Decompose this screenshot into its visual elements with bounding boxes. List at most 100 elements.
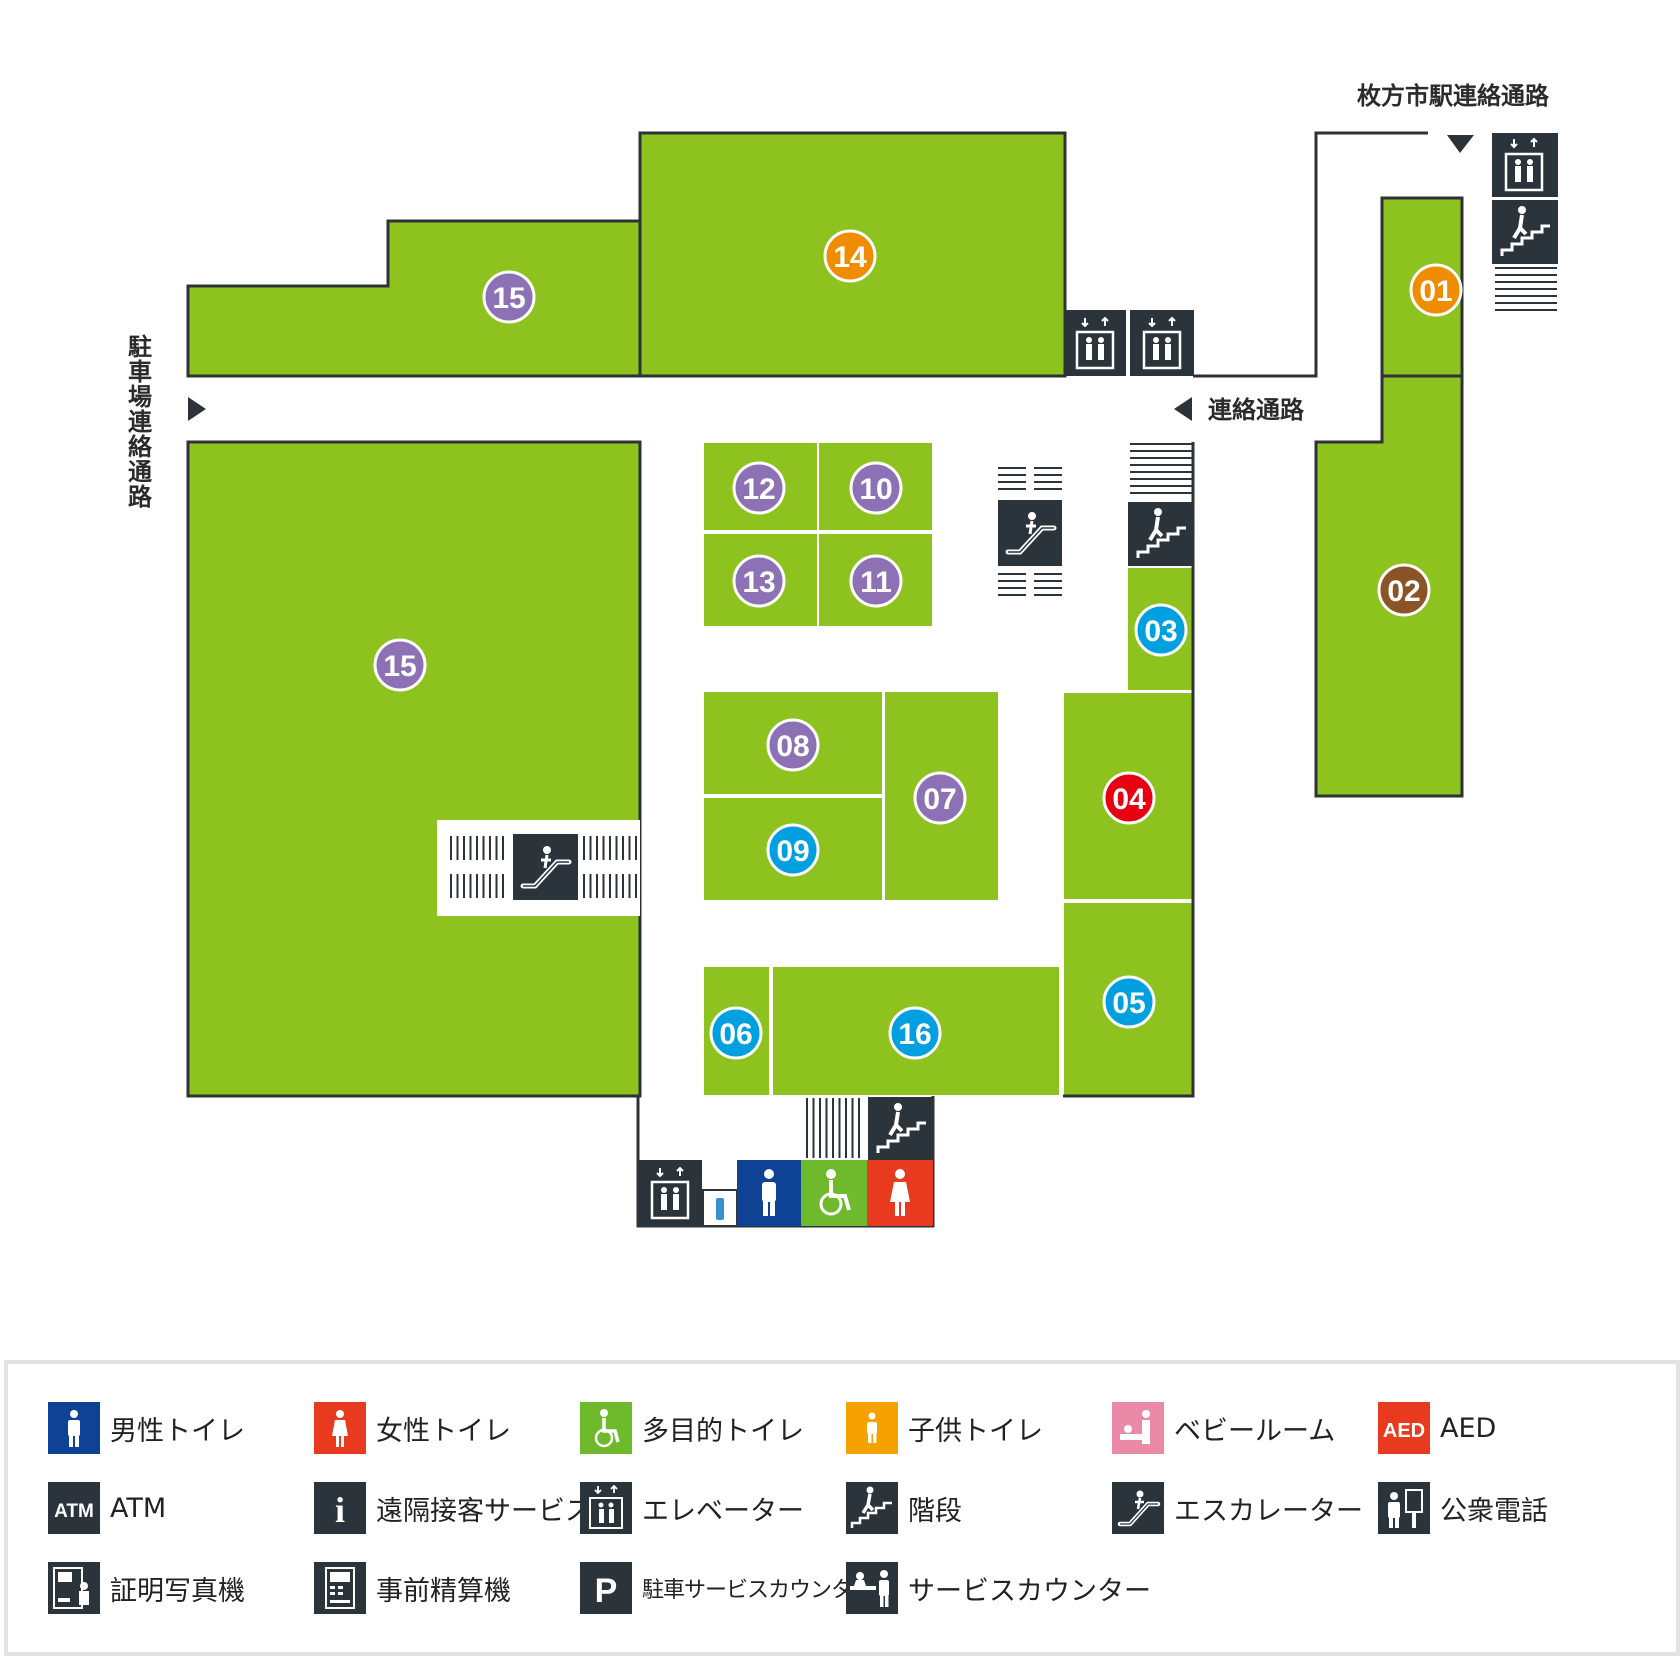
- shop-marker-10[interactable]: 10: [849, 461, 903, 515]
- station-link-label: 枚方市駅連絡通路: [1357, 82, 1550, 110]
- svg-text:ATM: ATM: [54, 1501, 94, 1522]
- kids-toilet-icon: [846, 1402, 898, 1454]
- legend-item-stairs: 階段: [846, 1481, 962, 1535]
- shop-number: 07: [923, 783, 956, 816]
- legend-item-womens: 女性トイレ: [314, 1401, 511, 1455]
- escalator-icon[interactable]: [513, 834, 578, 900]
- shop-marker-circle: [849, 554, 903, 608]
- shop-marker-02[interactable]: 02: [1377, 563, 1431, 617]
- womens-toilet-icon: [314, 1402, 366, 1454]
- svg-text:AED: AED: [1383, 1420, 1425, 1442]
- multipurpose-toilet-icon[interactable]: [801, 1160, 867, 1226]
- shop-marker-circle: [373, 638, 427, 692]
- parking-arrow-icon: [188, 397, 206, 421]
- shop-number: 16: [898, 1018, 931, 1051]
- elevator-icon: [580, 1482, 632, 1534]
- block-15-main[interactable]: [186, 440, 642, 1098]
- elevator-icon[interactable]: [1492, 133, 1558, 197]
- stairs-icon[interactable]: [1128, 502, 1193, 566]
- legend-item-phone: 公衆電話: [1378, 1481, 1548, 1535]
- photo-booth-icon: [48, 1562, 100, 1614]
- block-15-north[interactable]: [186, 219, 642, 378]
- station-arrow-icon: [1447, 135, 1474, 153]
- shop-number: 09: [776, 835, 809, 868]
- shop-marker-14[interactable]: 14: [823, 229, 877, 283]
- legend-item-atm: ATM ATM: [48, 1481, 166, 1535]
- legend-label: AED: [1440, 1412, 1497, 1444]
- legend-label: 事前精算機: [376, 1575, 511, 1607]
- shop-number: 11: [860, 566, 892, 599]
- shop-marker-circle: [709, 1006, 763, 1060]
- mens-toilet-icon[interactable]: [737, 1160, 801, 1226]
- shop-number: 02: [1387, 575, 1420, 608]
- legend-label: ベビールーム: [1174, 1415, 1336, 1447]
- shop-marker-circle: [849, 461, 903, 515]
- stairs-icon[interactable]: [868, 1097, 933, 1161]
- shop-marker-circle: [1409, 263, 1463, 317]
- atm-icon: ATM: [48, 1482, 100, 1534]
- legend-item-photo: 証明写真機: [48, 1561, 245, 1615]
- legend-item-aed: AED AED: [1378, 1401, 1496, 1455]
- elevator-icon[interactable]: [638, 1160, 702, 1226]
- shop-marker-01[interactable]: 01: [1409, 263, 1463, 317]
- legend-label: 証明写真機: [110, 1575, 245, 1607]
- elevator-icon[interactable]: [1130, 310, 1194, 376]
- shop-marker-07[interactable]: 07: [913, 771, 967, 825]
- shop-marker-13[interactable]: 13: [732, 554, 786, 608]
- parking-icon: P: [580, 1562, 632, 1614]
- stairs-icon: [846, 1482, 898, 1534]
- shop-marker-circle: [732, 461, 786, 515]
- shop-number: 06: [719, 1018, 752, 1051]
- legend-label: 公衆電話: [1440, 1495, 1548, 1527]
- svg-text:P: P: [595, 1572, 618, 1610]
- shop-marker-circle: [823, 229, 877, 283]
- shop-marker-11[interactable]: 11: [849, 554, 903, 608]
- floor-map: 駐車場連絡通路 枚方市駅連絡通路 連絡通路 010203040506070809…: [128, 82, 1558, 1228]
- shop-marker-12[interactable]: 12: [732, 461, 786, 515]
- shop-marker-circle: [913, 771, 967, 825]
- womens-toilet-icon[interactable]: [867, 1160, 933, 1226]
- parking-link-label: 駐車場連絡通路: [128, 333, 153, 511]
- shop-marker-circle: [1377, 563, 1431, 617]
- shop-marker-15a[interactable]: 15: [482, 270, 536, 324]
- shop-number: 15: [383, 650, 416, 683]
- public-phone-icon: [1378, 1482, 1430, 1534]
- shop-number: 03: [1144, 615, 1177, 648]
- shop-marker-06[interactable]: 06: [709, 1006, 763, 1060]
- shop-marker-08[interactable]: 08: [766, 718, 820, 772]
- shop-marker-circle: [888, 1006, 942, 1060]
- shop-number: 13: [742, 566, 775, 599]
- legend-item-kids: 子供トイレ: [846, 1401, 1043, 1455]
- shop-marker-circle: [482, 270, 536, 324]
- shop-marker-03[interactable]: 03: [1134, 603, 1188, 657]
- mens-toilet-icon: [48, 1402, 100, 1454]
- shop-number: 14: [833, 241, 867, 274]
- legend-label: 遠隔接客サービス: [376, 1495, 592, 1527]
- escalator-icon[interactable]: [998, 500, 1062, 566]
- stairs-icon[interactable]: [1492, 200, 1558, 264]
- legend-label: ATM: [110, 1492, 167, 1524]
- escalator-icon: [1112, 1482, 1164, 1534]
- shop-marker-15b[interactable]: 15: [373, 638, 427, 692]
- shop-marker-16[interactable]: 16: [888, 1006, 942, 1060]
- shop-number: 15: [492, 282, 525, 315]
- shop-marker-circle: [766, 718, 820, 772]
- shop-number: 04: [1112, 783, 1146, 816]
- shop-marker-circle: [1102, 771, 1156, 825]
- multipurpose-toilet-icon: [580, 1402, 632, 1454]
- shop-marker-circle: [732, 554, 786, 608]
- shop-number: 08: [776, 730, 809, 763]
- elevator-icon[interactable]: [1064, 310, 1126, 376]
- shop-marker-09[interactable]: 09: [766, 823, 820, 877]
- bottle-icon: [702, 1189, 738, 1227]
- aed-icon: AED: [1378, 1402, 1430, 1454]
- legend-label: 階段: [908, 1495, 962, 1527]
- east-outline: [1063, 442, 1195, 1098]
- shop-marker-04[interactable]: 04: [1102, 771, 1156, 825]
- legend-label: 男性トイレ: [110, 1415, 245, 1447]
- shop-marker-05[interactable]: 05: [1102, 975, 1156, 1029]
- legend-item-payment: 事前精算機: [314, 1561, 511, 1615]
- service-counter-icon: [846, 1562, 898, 1614]
